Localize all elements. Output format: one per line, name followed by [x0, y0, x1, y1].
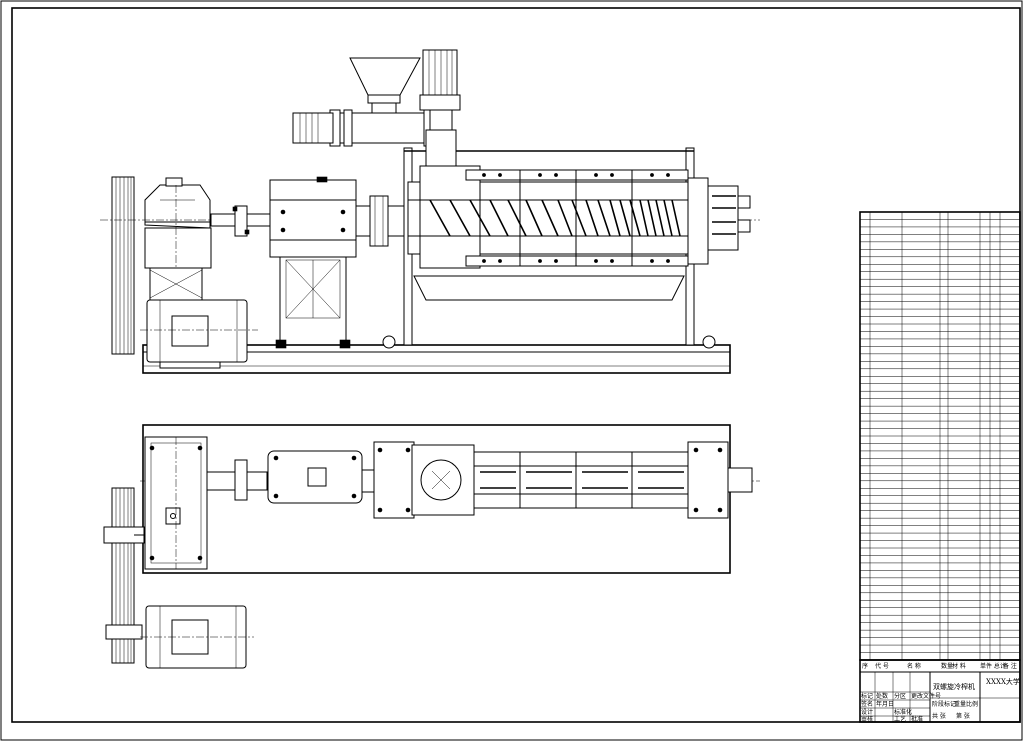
- feed-box-plan: [373, 441, 475, 519]
- drawing-name: 双螺旋冷榨机: [933, 682, 975, 691]
- small-cell: 设计: [861, 708, 873, 716]
- bearing-housing-plan: [267, 450, 363, 504]
- gear-reducer: [144, 177, 212, 301]
- small-cell: 标记: [861, 692, 873, 700]
- header-cell: 备 注: [1003, 662, 1017, 670]
- vertical-motor: [419, 49, 461, 131]
- discharge-head: [687, 177, 751, 265]
- front-elevation-view: [100, 49, 760, 374]
- motor-plan: [140, 605, 254, 669]
- shaft-coupling: [210, 205, 272, 237]
- parts-list-table: [859, 211, 1021, 661]
- header-cell: 单件 总计: [980, 662, 1006, 670]
- press-barrel-plan: [473, 451, 689, 509]
- small-cell: 标准化: [894, 708, 912, 716]
- oil-tray: [413, 275, 685, 301]
- small-cell: 更改文件号: [911, 692, 941, 700]
- bearing-housing: [269, 176, 357, 258]
- small-cell: 批准: [911, 715, 923, 723]
- base-frame: [142, 344, 731, 374]
- small-cell: 共 张: [932, 712, 946, 720]
- header-cell: 序: [862, 662, 868, 670]
- small-cell: 签名: [861, 700, 873, 708]
- main-motor: [140, 299, 258, 369]
- pulley-plan: [103, 487, 145, 664]
- small-cell: 处数: [876, 692, 888, 700]
- discharge-head-plan: [687, 441, 753, 519]
- small-cell: 审核: [861, 715, 873, 723]
- feed-motor: [292, 112, 334, 144]
- small-cell: 重量: [954, 700, 966, 708]
- small-cell: 阶段标记: [932, 700, 956, 708]
- small-cell: 年月日: [876, 700, 894, 708]
- feed-hopper: [349, 57, 421, 114]
- press-barrel: [407, 165, 689, 269]
- title-block: 序 代 号 名 称 数量 材 料 单件 总计 备 注 双螺旋冷榨机 XXXX大学…: [859, 659, 1021, 723]
- plan-view: [103, 424, 760, 669]
- bearing-stand: [275, 256, 351, 349]
- header-cell: 数量: [941, 662, 953, 670]
- header-cell: 材 料: [952, 662, 966, 670]
- small-cell: 分区: [894, 692, 906, 700]
- gear-reducer-plan: [144, 436, 208, 570]
- small-cell: 比例: [966, 700, 978, 708]
- header-cell: 代 号: [875, 662, 889, 670]
- header-cell: 名 称: [907, 662, 921, 670]
- pulley: [111, 176, 135, 355]
- school-name: XXXX大学: [986, 677, 1020, 686]
- small-cell: 工艺: [894, 715, 906, 723]
- small-cell: 第 张: [956, 712, 970, 720]
